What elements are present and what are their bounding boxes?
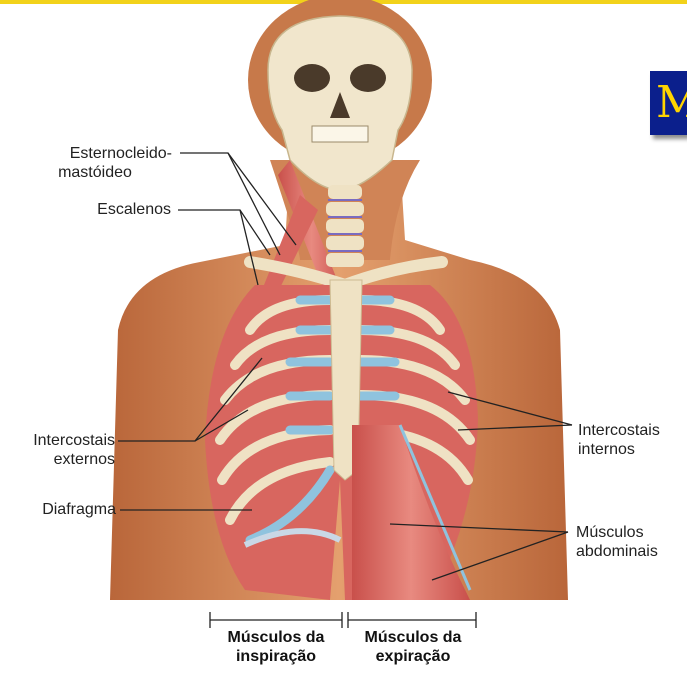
label-esternocleido-line1: Esternocleido- [18, 144, 172, 163]
label-musculos-abdominais-line1: Músculos [576, 523, 658, 542]
left-eye-socket [294, 64, 330, 92]
label-intercostais-externos-line2: externos [4, 450, 115, 469]
label-intercostais-externos-line1: Intercostais [4, 431, 115, 450]
label-intercostais-internos: Intercostais internos [578, 421, 660, 459]
label-intercostais-internos-line2: internos [578, 440, 660, 459]
label-inspiracao: Músculos da inspiração [206, 628, 346, 666]
label-diafragma: Diafragma [4, 500, 116, 519]
label-expiracao-line1: Músculos da [345, 628, 481, 647]
right-eye-socket [350, 64, 386, 92]
label-expiracao-line2: expiração [345, 647, 481, 666]
cervical-spine [326, 185, 364, 267]
label-intercostais-internos-line1: Intercostais [578, 421, 660, 440]
label-expiracao: Músculos da expiração [345, 628, 481, 666]
label-musculos-abdominais-line2: abdominais [576, 542, 658, 561]
label-musculos-abdominais: Músculos abdominais [576, 523, 658, 561]
title-box: M [650, 71, 687, 135]
teeth [312, 126, 368, 142]
label-escalenos: Escalenos [40, 200, 171, 219]
title-text: M [656, 77, 687, 129]
label-esternocleido-line2: mastóideo [18, 163, 172, 182]
label-esternocleido: Esternocleido- mastóideo [18, 144, 172, 182]
label-inspiracao-line1: Músculos da [206, 628, 346, 647]
label-intercostais-externos: Intercostais externos [4, 431, 115, 469]
label-inspiracao-line2: inspiração [206, 647, 346, 666]
